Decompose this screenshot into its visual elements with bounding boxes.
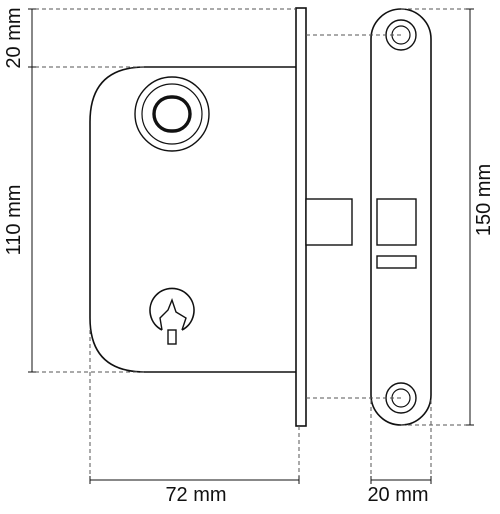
dimension-ticks: [28, 8, 474, 484]
dim-label-plate-height: 150 mm: [473, 164, 495, 236]
dim-label-body-width: 72 mm: [165, 484, 226, 506]
dim-label-body-height: 110 mm: [3, 185, 25, 256]
extension-lines: [28, 8, 474, 482]
dim-label-top-offset: 20 mm: [3, 7, 25, 68]
front-plate-side: [295, 7, 307, 427]
key-hole: [149, 287, 195, 345]
cylinder-turn: [134, 76, 210, 152]
dim-label-plate-width: 20 mm: [367, 484, 428, 506]
latch-bolt: [305, 198, 353, 246]
latch-opening: [376, 198, 417, 246]
deadbolt-opening: [376, 255, 417, 269]
lock-body-outline: [89, 66, 296, 373]
